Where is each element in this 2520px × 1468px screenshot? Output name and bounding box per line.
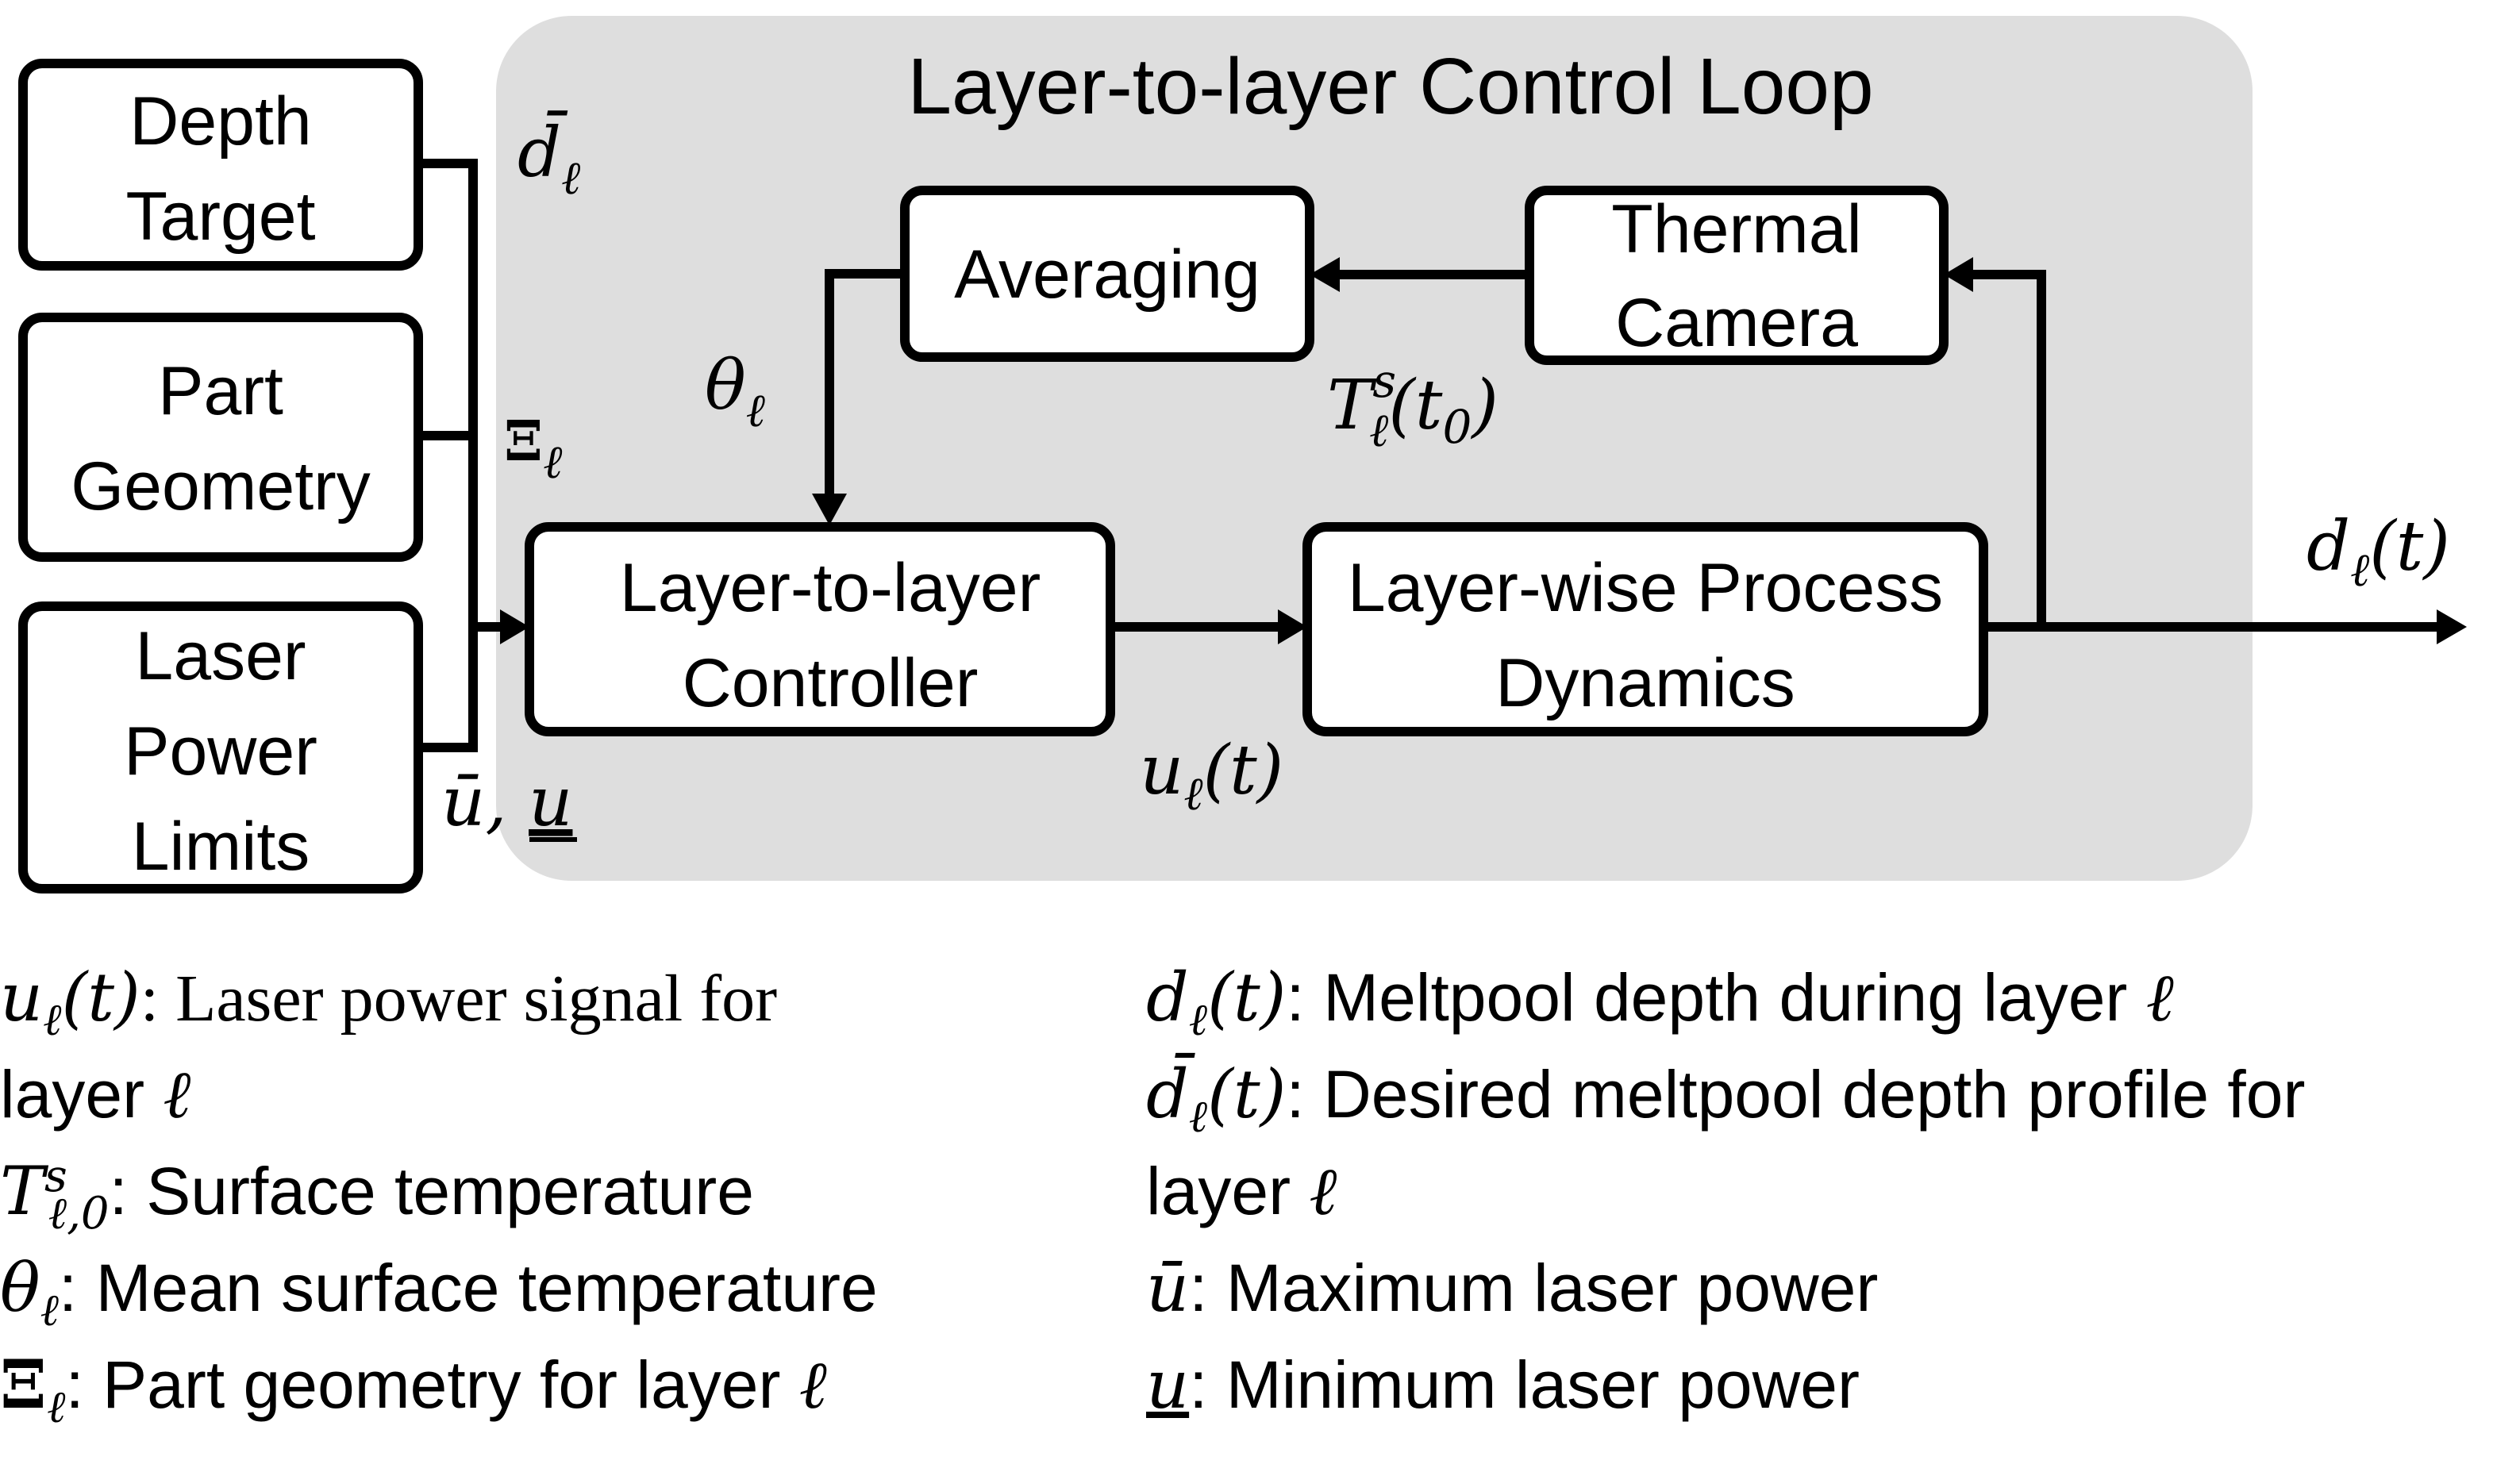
thermal-camera-label-1: Thermal <box>1611 191 1861 267</box>
legend-text: : Desired meltpool depth profile for <box>1286 1057 2306 1132</box>
bus-to-controller-arrowhead <box>500 609 529 644</box>
legend-text: layer <box>0 1057 164 1132</box>
legend-right: dℓ(t): Meltpool depth during layer ℓ d̄ℓ… <box>1146 949 2305 1433</box>
laser-power-limits-label-3: Limits <box>132 809 310 885</box>
averaging-label: Averaging <box>954 236 1260 313</box>
legend-text: : Maximum laser power <box>1189 1251 1879 1325</box>
legend-symbol: Tsℓ,0 <box>0 1151 110 1239</box>
legend-text: : Laser power signal for <box>140 962 778 1036</box>
depth-target-label-2: Target <box>125 179 315 255</box>
legend-symbol: θℓ <box>0 1249 59 1336</box>
laser-power-limits-label-1: Laser <box>135 618 306 694</box>
legend-text: layer <box>1146 1154 1310 1228</box>
panel-title: Layer-to-layer Control Loop <box>907 42 1873 131</box>
meltpool-depth-output-label: dℓ(t) <box>2306 507 2450 597</box>
controller-to-process-arrowhead <box>1278 609 1307 644</box>
legend-symbol: ℓ <box>1309 1152 1337 1230</box>
legend-text: : Mean surface temperature <box>58 1251 878 1325</box>
legend-item-desired-depth-cont: layer ℓ <box>1146 1143 2305 1239</box>
controller-label-2: Controller <box>683 645 979 721</box>
averaging-to-controller-wire <box>825 269 905 495</box>
output-arrowhead <box>2437 609 2467 644</box>
legend-item-min-power: u: Minimum laser power <box>1146 1336 2305 1433</box>
legend-item-laser-power-signal: uℓ(t): Laser power signal for <box>0 949 878 1046</box>
legend-symbol: Ξℓ <box>0 1345 66 1433</box>
thermal-camera-label-2: Camera <box>1615 285 1858 361</box>
legend-symbol: ℓ <box>2145 959 2174 1036</box>
legend-item-meltpool-depth: dℓ(t): Meltpool depth during layer ℓ <box>1146 949 2305 1046</box>
depth-target-label-1: Depth <box>129 83 312 159</box>
part-geometry-label-2: Geometry <box>71 448 371 525</box>
legend-left: uℓ(t): Laser power signal for layer ℓ Ts… <box>0 949 878 1433</box>
desired-depth-signal-label: d̄ℓ <box>517 110 580 205</box>
legend-symbol: u <box>1146 1346 1190 1424</box>
part-geometry-label-1: Part <box>158 353 283 429</box>
legend-item-mean-surface-temperature: θℓ: Mean surface temperature <box>0 1239 878 1336</box>
averaging-arrowhead <box>1310 257 1340 292</box>
controller-label-1: Layer-to-layer <box>620 550 1041 626</box>
legend-text: : Part geometry for layer <box>65 1347 799 1422</box>
legend-text: : Minimum laser power <box>1189 1347 1860 1422</box>
legend-symbol: ℓ <box>163 1055 191 1133</box>
legend-item-max-power: ū: Maximum laser power <box>1146 1239 2305 1336</box>
legend-item-desired-depth: d̄ℓ(t): Desired meltpool depth profile f… <box>1146 1046 2305 1143</box>
legend-symbol: ℓ <box>798 1346 827 1424</box>
legend-symbol: d̄ℓ(t) <box>1146 1055 1287 1143</box>
legend-symbol: uℓ(t) <box>0 959 140 1046</box>
legend-item-laser-power-signal-cont: layer ℓ <box>0 1046 878 1143</box>
part-geometry-signal-label: Ξℓ <box>504 408 562 489</box>
feedback-wire <box>1972 270 2046 627</box>
thermal-camera-arrowhead <box>1944 257 1973 292</box>
legend-symbol: ū <box>1146 1249 1190 1327</box>
legend-symbol: dℓ(t) <box>1146 959 1287 1046</box>
controller-top-arrowhead <box>812 494 847 525</box>
legend-text: : Surface temperature <box>109 1154 754 1228</box>
process-dynamics-label-1: Layer-wise Process <box>1348 550 1943 626</box>
laser-power-limits-label-2: Power <box>124 713 317 790</box>
process-dynamics-label-2: Dynamics <box>1495 645 1795 721</box>
power-limits-signal-label: ū, u <box>441 763 572 842</box>
laser-power-signal-label: uℓ(t) <box>1140 731 1283 820</box>
legend-text: : Meltpool depth during layer <box>1286 960 2146 1035</box>
legend-item-part-geometry: Ξℓ: Part geometry for layer ℓ <box>0 1336 878 1433</box>
mean-temp-signal-label: θℓ <box>705 346 765 437</box>
legend-item-surface-temperature: Tsℓ,0: Surface temperature <box>0 1143 878 1239</box>
